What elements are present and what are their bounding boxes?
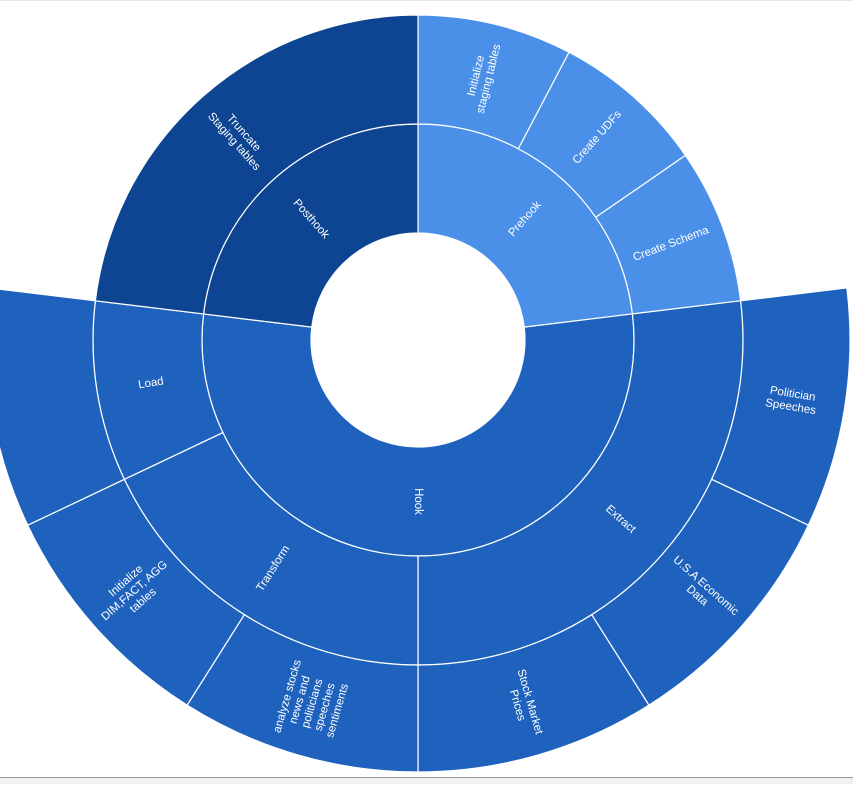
sunburst-segment-unlabeled[interactable] bbox=[0, 288, 126, 526]
segment-label-hook: Hook bbox=[412, 488, 424, 515]
segment-label-load: Load bbox=[137, 375, 164, 391]
sunburst-segment-truncate-staging-tables[interactable] bbox=[94, 14, 419, 315]
top-border bbox=[0, 0, 853, 1]
bottom-border bbox=[0, 777, 853, 784]
